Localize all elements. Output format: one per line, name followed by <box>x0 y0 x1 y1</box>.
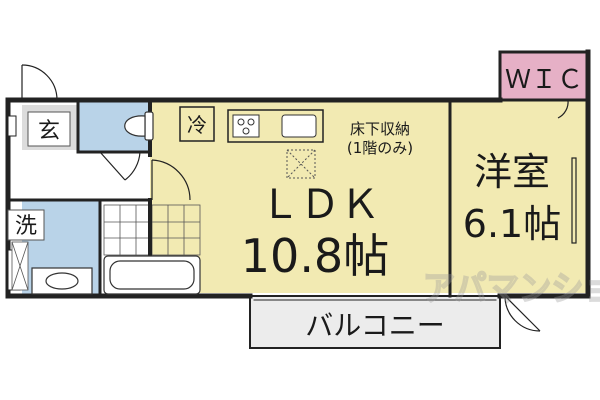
washroom-label: 洗 <box>15 214 37 239</box>
wic-label: ＷＩＣ <box>505 65 583 95</box>
bathtub <box>103 255 201 295</box>
ldk-name: ＬＤＫ <box>260 182 380 228</box>
underfloor-storage-hatch <box>286 149 316 179</box>
toilet <box>124 111 154 141</box>
balcony-label: バルコニー <box>305 309 444 342</box>
entrance-label-box <box>27 111 71 147</box>
kitchen-sink <box>281 114 317 138</box>
watermark-text: アパマンショップ <box>423 268 600 308</box>
storage-note-line2: (1階のみ) <box>347 139 413 157</box>
ldk-size: 10.8帖 <box>241 229 389 283</box>
watermark-logo: アパマンショップ <box>422 267 600 309</box>
doors <box>21 64 577 332</box>
fridge-label: 冷 <box>187 113 207 137</box>
washing-machine-space <box>11 241 29 291</box>
western-room-size: 6.1帖 <box>463 202 561 246</box>
storage-note-line1: 床下収納 <box>350 120 410 138</box>
walls <box>5 49 591 349</box>
washbasin <box>31 267 93 295</box>
wic-floor <box>500 52 588 100</box>
western-room-name: 洋室 <box>474 150 550 194</box>
western-room-floor <box>450 100 588 293</box>
entrance-label: 玄 <box>38 119 60 144</box>
stove <box>232 114 260 138</box>
washroom-label-box <box>7 209 45 241</box>
balcony-floor <box>250 296 500 348</box>
